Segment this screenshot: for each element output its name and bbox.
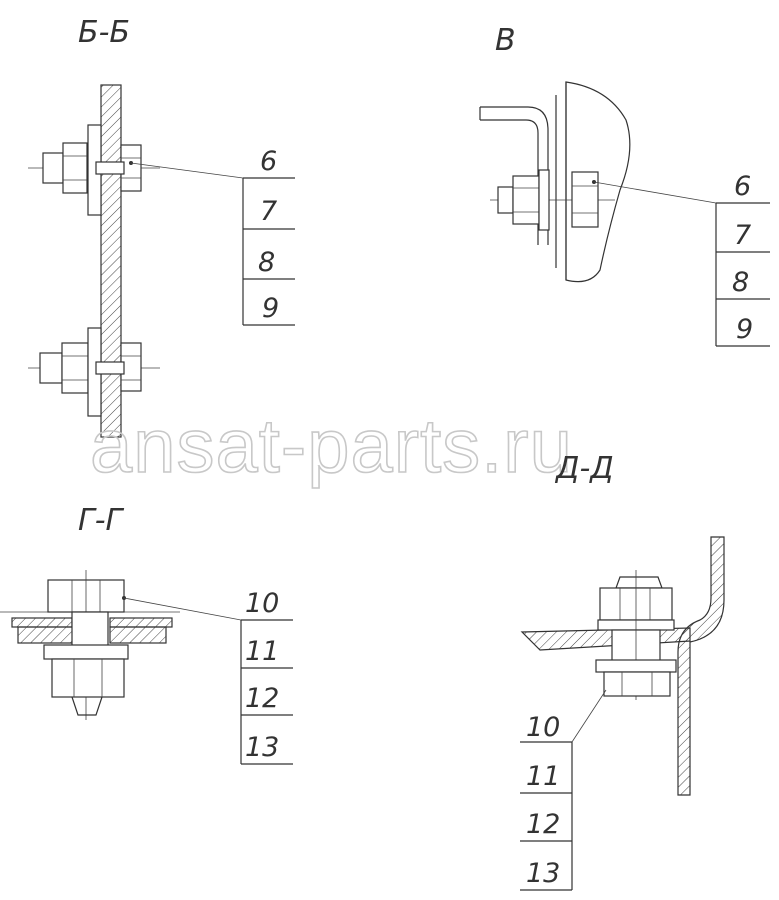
section-view-bb: Б-Б	[28, 15, 295, 438]
item-label: 8	[258, 247, 275, 278]
plate-section	[11, 617, 73, 628]
item-label: 12	[245, 683, 279, 714]
section-view-gg: Г-Г 10 11 12 13	[0, 503, 293, 765]
item-label: 6	[260, 146, 277, 177]
item-list-dd: 10 11 12 13	[520, 712, 573, 891]
item-label: 9	[262, 293, 279, 324]
bracket-section	[677, 536, 725, 796]
view-title-v: В	[495, 23, 516, 58]
item-label: 13	[526, 858, 560, 889]
item-label: 10	[245, 588, 279, 619]
bolt-assembly-lower	[28, 327, 160, 417]
item-list-v: 6 7 8 9	[715, 171, 770, 347]
curved-body	[565, 81, 631, 283]
item-label: 10	[526, 712, 560, 743]
section-view-dd: Д-Д 10 11 12 13	[520, 451, 725, 891]
bent-strip	[480, 106, 549, 245]
item-label: 11	[526, 761, 560, 792]
plate-section	[520, 627, 691, 651]
item-label: 7	[260, 196, 277, 227]
bolt-end	[71, 696, 103, 716]
item-label: 12	[526, 809, 560, 840]
plate-section	[100, 84, 122, 438]
item-label: 9	[736, 314, 753, 345]
bolt-assembly-upper	[28, 124, 244, 216]
item-label: 8	[732, 267, 749, 298]
view-title-gg: Г-Г	[78, 503, 125, 538]
watermark: ansat-parts.ru	[90, 404, 573, 489]
item-label: 13	[245, 732, 279, 763]
item-label: 11	[245, 636, 279, 667]
view-title-dd: Д-Д	[554, 451, 614, 486]
item-list-bb: 6 7 8 9	[242, 146, 295, 326]
view-v: В 6 7 8 9	[479, 23, 770, 347]
item-list-gg: 10 11 12 13	[240, 588, 293, 765]
item-label: 7	[734, 220, 751, 251]
item-label: 6	[734, 171, 751, 202]
view-title-bb: Б-Б	[78, 15, 130, 50]
